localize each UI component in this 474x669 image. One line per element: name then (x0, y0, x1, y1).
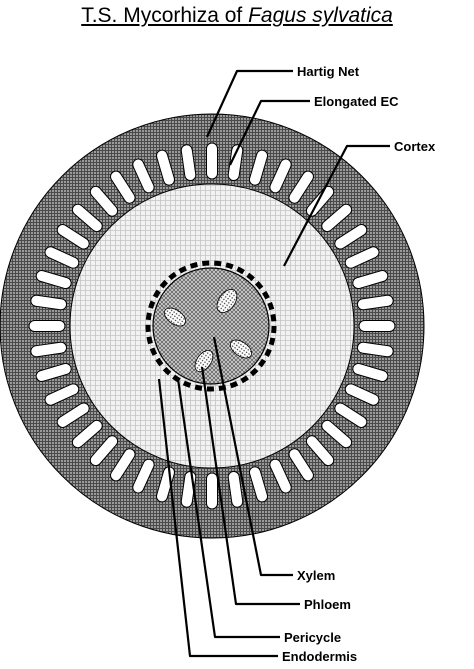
diagram-title: T.S. Mycorhiza of Fagus sylvatica (0, 4, 474, 28)
elongated-ec-cell (35, 269, 72, 290)
elongated-ec-cell (269, 458, 292, 494)
label-hartig-net: Hartig Net (297, 64, 360, 79)
title-prefix: T.S. Mycorhiza of (81, 4, 249, 27)
elongated-ec-cell (89, 185, 119, 217)
elongated-ec-cell (89, 435, 119, 467)
phloem-patch (216, 289, 238, 313)
label-endodermis: Endodermis (282, 649, 357, 664)
elongated-ec-cell (227, 144, 244, 182)
elongated-ec-cell (71, 203, 103, 233)
elongated-ec-cell (56, 402, 90, 428)
elongated-ec-cell (35, 362, 72, 383)
elongated-ec-cell (269, 158, 292, 194)
elongated-ec-cell (248, 149, 269, 186)
elongated-ec-cell (110, 448, 136, 482)
elongated-ec-cell (358, 320, 396, 332)
elongated-ec-cell (44, 246, 80, 269)
cortex-leader (283, 144, 390, 267)
elongated-ec-cell (334, 224, 368, 250)
elongated-ec-cell (71, 419, 103, 449)
elongated-ec-leader (229, 99, 310, 166)
label-xylem: Xylem (297, 568, 335, 583)
pericycle-leader (176, 378, 280, 639)
elongated-ec-cell (132, 158, 155, 194)
elongated-ec-cell (30, 341, 68, 358)
phloem-patch (194, 349, 214, 373)
endodermis-ring (145, 260, 277, 392)
phloem-patches (163, 289, 253, 373)
title-species: Fagus sylvatica (248, 4, 393, 27)
elongated-ec-cell (28, 320, 66, 332)
elongated-ec-cell (227, 470, 244, 508)
elongated-ec-cell (288, 170, 314, 204)
stele-region (152, 267, 270, 385)
elongated-ec-cell (180, 144, 197, 182)
elongated-ec-cell (356, 294, 394, 311)
elongated-ec-cell (206, 472, 218, 510)
elongated-ec-cell (352, 269, 389, 290)
elongated-ec-cell (30, 294, 68, 311)
phloem-leader (200, 366, 300, 606)
elongated-ec-cell (356, 341, 394, 358)
label-pericycle: Pericycle (284, 630, 341, 645)
label-phloem: Phloem (304, 597, 351, 612)
phloem-patch (163, 307, 187, 327)
elongated-ec-cell (248, 466, 269, 503)
elongated-ec-cell (132, 458, 155, 494)
elongated-ec-cell (334, 402, 368, 428)
elongated-ec-cell (321, 203, 353, 233)
elongated-ec-cell (321, 419, 353, 449)
elongated-ec-cell (110, 170, 136, 204)
elongated-ec-cell (288, 448, 314, 482)
elongated-ec-cell (344, 383, 380, 406)
label-elongated-ec: Elongated EC (314, 94, 399, 109)
xylem-leader (212, 336, 293, 577)
elongated-ec-ring (28, 142, 396, 510)
endodermis-leader (157, 378, 278, 658)
elongated-ec-cell (44, 383, 80, 406)
elongated-ec-cell (305, 435, 335, 467)
elongated-ec-cell (352, 362, 389, 383)
elongated-ec-cell (344, 246, 380, 269)
elongated-ec-cell (56, 224, 90, 250)
label-cortex: Cortex (394, 139, 436, 154)
hartig-net-leader (205, 69, 293, 138)
phloem-patch (229, 339, 253, 359)
elongated-ec-cell (155, 149, 176, 186)
elongated-ec-cell (206, 142, 218, 180)
